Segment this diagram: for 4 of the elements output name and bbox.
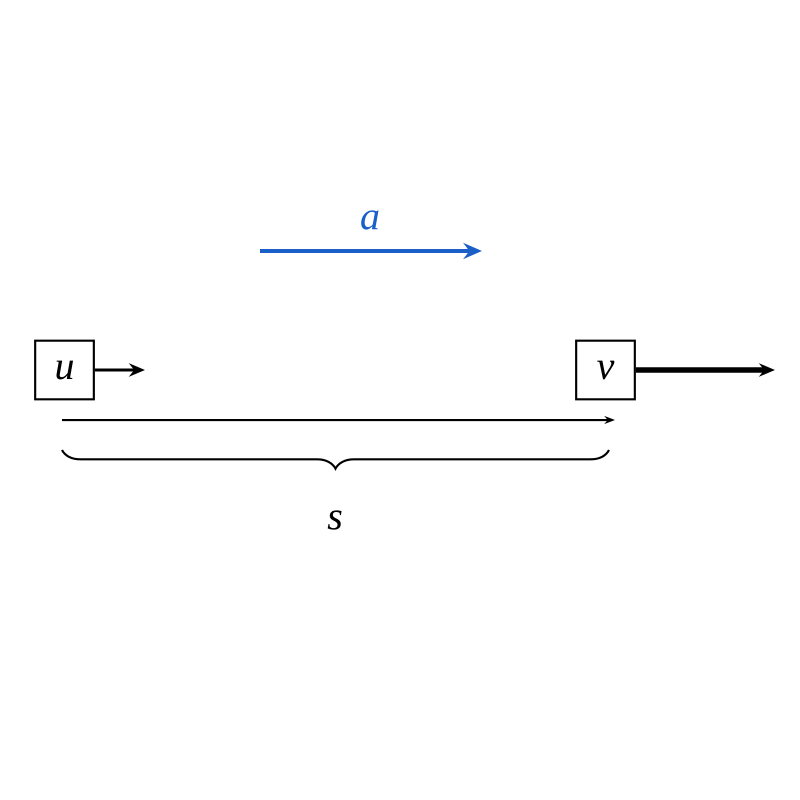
displacement-label: s [328,510,342,530]
accel-label: a [361,210,378,230]
object-box: u [34,340,95,400]
object-box: v [575,340,636,400]
